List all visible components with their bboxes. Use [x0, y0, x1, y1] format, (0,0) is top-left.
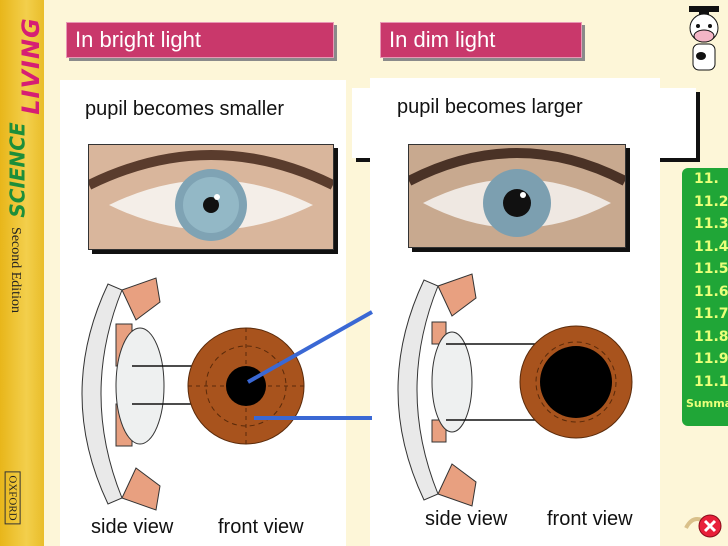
chapter-nav: 11. 1 11.2 11.3 11.4 11.5 11.6 11.7 11.8…	[682, 168, 728, 426]
caption-smaller: pupil becomes smaller	[85, 98, 284, 120]
label-side-view-right: side view	[425, 508, 508, 530]
eye-diagram-bright	[81, 277, 305, 511]
nav-item-11-10[interactable]: 11.10	[694, 373, 728, 390]
publisher-logo: OXFORD	[4, 471, 21, 525]
logo-living: LIVING	[16, 17, 45, 115]
nav-item-11-7[interactable]: 11.7	[694, 306, 728, 322]
eye-diagram-dim	[397, 273, 633, 507]
photo-large-pupil	[408, 144, 626, 248]
nav-item-11-2[interactable]: 11.2	[694, 193, 728, 210]
nav-item-11-1[interactable]: 11. 1	[694, 171, 719, 210]
panel-dim: pupil becomes larger side view front vie…	[370, 78, 660, 546]
connector-lines	[247, 310, 373, 420]
brand-sidebar: LIVING SCIENCE Second Edition OXFORD	[0, 0, 45, 546]
label-side-view-left: side view	[91, 516, 174, 538]
nav-item-11-3[interactable]: 11.3	[694, 216, 728, 232]
label-front-view-right: front view	[547, 508, 633, 530]
header-bright-light: In bright light	[66, 22, 334, 58]
header-dim-light: In dim light	[380, 22, 582, 58]
panel-bright: pupil becomes smaller side view front vi…	[60, 80, 346, 546]
eye-photo-dim	[409, 145, 625, 247]
nav-item-11-8[interactable]: 11.8	[694, 328, 728, 345]
nav-item-11-6[interactable]: 11.6	[694, 283, 728, 300]
eye-photo-bright	[89, 145, 333, 249]
nav-item-11-5[interactable]: 11.5	[694, 261, 728, 277]
logo-edition: Second Edition	[7, 227, 23, 313]
caption-larger: pupil becomes larger	[397, 96, 583, 118]
label-front-view-left: front view	[218, 516, 304, 538]
cow-graduate-icon	[689, 6, 719, 71]
nav-item-summary[interactable]: Summary	[686, 397, 728, 410]
nav-item-11-4[interactable]: 11.4	[694, 238, 728, 255]
nav-item-11-9[interactable]: 11.9	[694, 351, 728, 367]
close-icon[interactable]	[684, 510, 722, 540]
photo-small-pupil	[88, 144, 334, 250]
logo-science: SCIENCE	[5, 122, 30, 218]
